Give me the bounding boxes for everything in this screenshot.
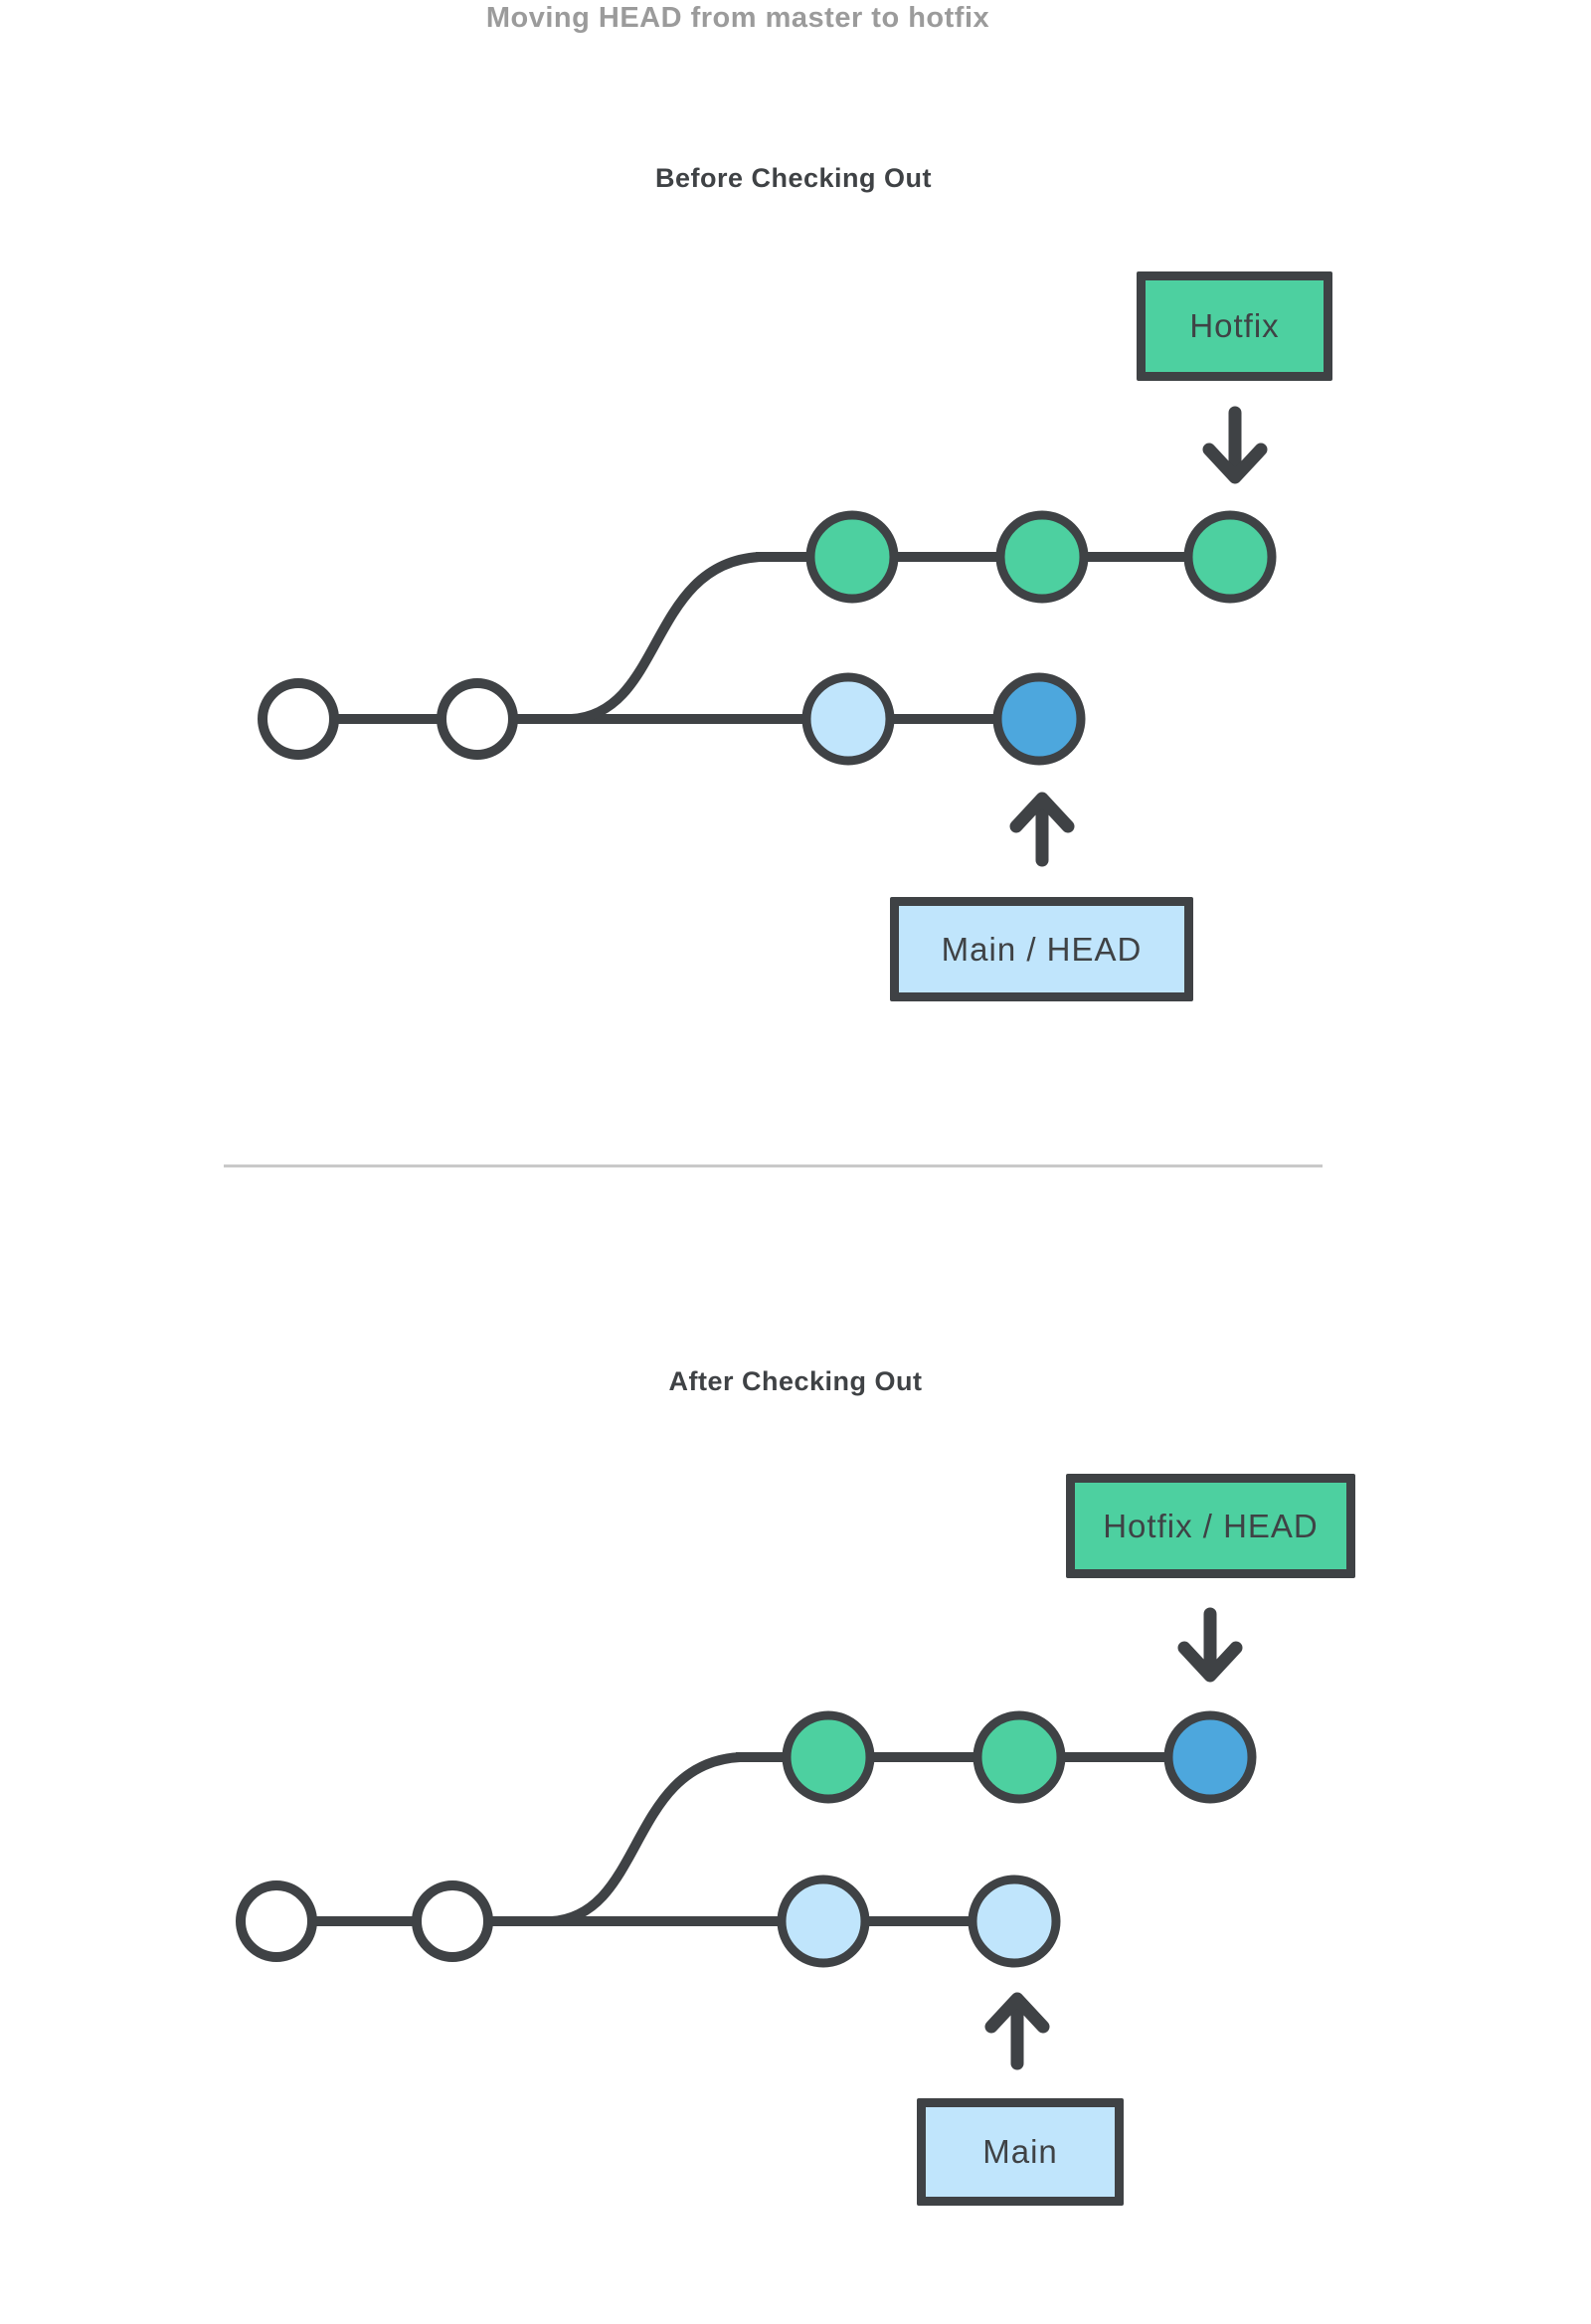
commit-node-green	[972, 1710, 1066, 1804]
branch-curve	[571, 552, 761, 724]
main-head-branch-label: Main / HEAD	[890, 897, 1193, 1001]
commit-node-blue	[1163, 1710, 1257, 1804]
section-divider	[224, 1164, 1323, 1167]
commit-node-light_blue	[801, 672, 895, 766]
commit-node-green	[1183, 510, 1277, 604]
hotfix-head-branch-label: Hotfix / HEAD	[1066, 1474, 1355, 1578]
commit-node-white	[236, 1880, 317, 1962]
branch-curve	[551, 1752, 741, 1926]
arrow-down-icon	[1177, 1641, 1243, 1683]
commit-node-light_blue	[777, 1875, 870, 1968]
commit-node-white	[258, 678, 339, 760]
commit-node-white	[412, 1880, 493, 1962]
arrow-up-icon	[984, 1992, 1050, 2034]
hotfix-branch-label: Hotfix	[1137, 271, 1332, 381]
commit-node-white	[437, 678, 518, 760]
section-heading-after: After Checking Out	[668, 1366, 923, 1396]
arrow-up-icon	[1009, 792, 1075, 833]
main-branch-label-text: Main	[982, 2133, 1058, 2170]
commit-node-blue	[992, 672, 1086, 766]
commit-node-green	[805, 510, 899, 604]
main-branch-label: Main	[917, 2098, 1124, 2206]
commit-node-green	[995, 510, 1089, 604]
commit-node-light_blue	[968, 1875, 1061, 1968]
page-title: Moving HEAD from master to hotfix	[485, 2, 990, 34]
commit-node-green	[782, 1710, 875, 1804]
arrow-down-icon	[1202, 443, 1268, 484]
hotfix-branch-label-text: Hotfix	[1189, 307, 1280, 344]
hotfix-head-branch-label-text: Hotfix / HEAD	[1103, 1507, 1319, 1544]
section-heading-before: Before Checking Out	[654, 163, 933, 193]
main-head-branch-label-text: Main / HEAD	[941, 930, 1143, 968]
